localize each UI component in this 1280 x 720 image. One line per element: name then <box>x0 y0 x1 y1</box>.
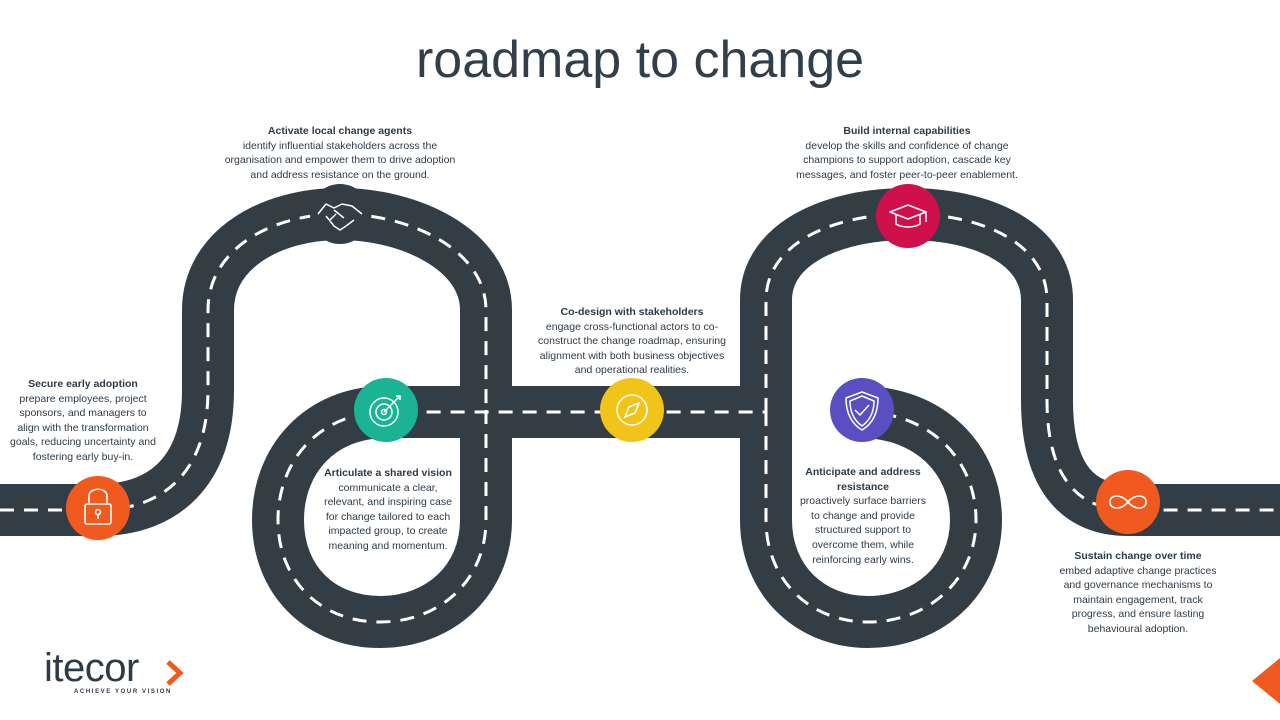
infinity-icon <box>1109 495 1147 509</box>
logo-tagline: ACHIEVE YOUR VISION <box>74 689 172 695</box>
step-title: Sustain change over time <box>1074 550 1202 562</box>
target-icon <box>369 395 401 427</box>
chevron-right-icon <box>166 660 184 686</box>
corner-triangle-icon <box>1252 658 1280 704</box>
step-title: Secure early adoption <box>28 378 138 390</box>
step-anticipate-resistance: Anticipate and address resistance proact… <box>796 465 930 567</box>
step-co-design: Co-design with stakeholders engage cross… <box>534 305 730 378</box>
milestone-build-capabilities <box>876 184 940 248</box>
milestone-activate-agents <box>310 184 370 244</box>
step-description: develop the skills and confidence of cha… <box>796 139 1018 181</box>
logo-wordmark: itecor <box>44 646 139 690</box>
step-sustain-change: Sustain change over time embed adaptive … <box>1056 549 1220 637</box>
milestone-co-design <box>600 378 664 442</box>
graduation-cap-icon <box>889 204 927 228</box>
step-title: Articulate a shared vision <box>324 467 452 479</box>
step-shared-vision: Articulate a shared vision communicate a… <box>318 466 458 554</box>
step-description: prepare employees, project sponsors, and… <box>10 392 156 463</box>
step-description: proactively surface barriers to change a… <box>799 495 927 566</box>
compass-icon <box>616 394 648 426</box>
step-description: engage cross-functional actors to co-con… <box>538 320 726 377</box>
milestone-secure-adoption <box>66 476 130 540</box>
step-description: embed adaptive change practices and gove… <box>1059 564 1217 635</box>
step-title: Anticipate and address resistance <box>805 466 921 493</box>
shield-check-icon <box>845 391 879 431</box>
page-title: roadmap to change <box>415 31 865 89</box>
itecor-logo: itecor ACHIEVE YOUR VISION <box>44 646 184 695</box>
step-description: identify influential stakeholders across… <box>224 139 456 181</box>
step-secure-adoption: Secure early adoption prepare employees,… <box>8 377 158 465</box>
lock-icon <box>84 488 112 525</box>
milestone-anticipate-resistance <box>830 378 894 442</box>
road-segment-loop-left <box>252 386 766 648</box>
step-activate-agents: Activate local change agents identify in… <box>220 124 460 182</box>
step-title: Co-design with stakeholders <box>560 306 704 318</box>
step-title: Activate local change agents <box>267 125 413 137</box>
step-title: Build internal capabilities <box>843 125 971 137</box>
handshake-icon <box>317 203 363 231</box>
step-description: communicate a clear, relevant, and inspi… <box>324 481 452 552</box>
milestone-shared-vision <box>354 378 418 442</box>
milestone-sustain-change <box>1096 470 1160 534</box>
step-build-capabilities: Build internal capabilities develop the … <box>786 124 1028 182</box>
